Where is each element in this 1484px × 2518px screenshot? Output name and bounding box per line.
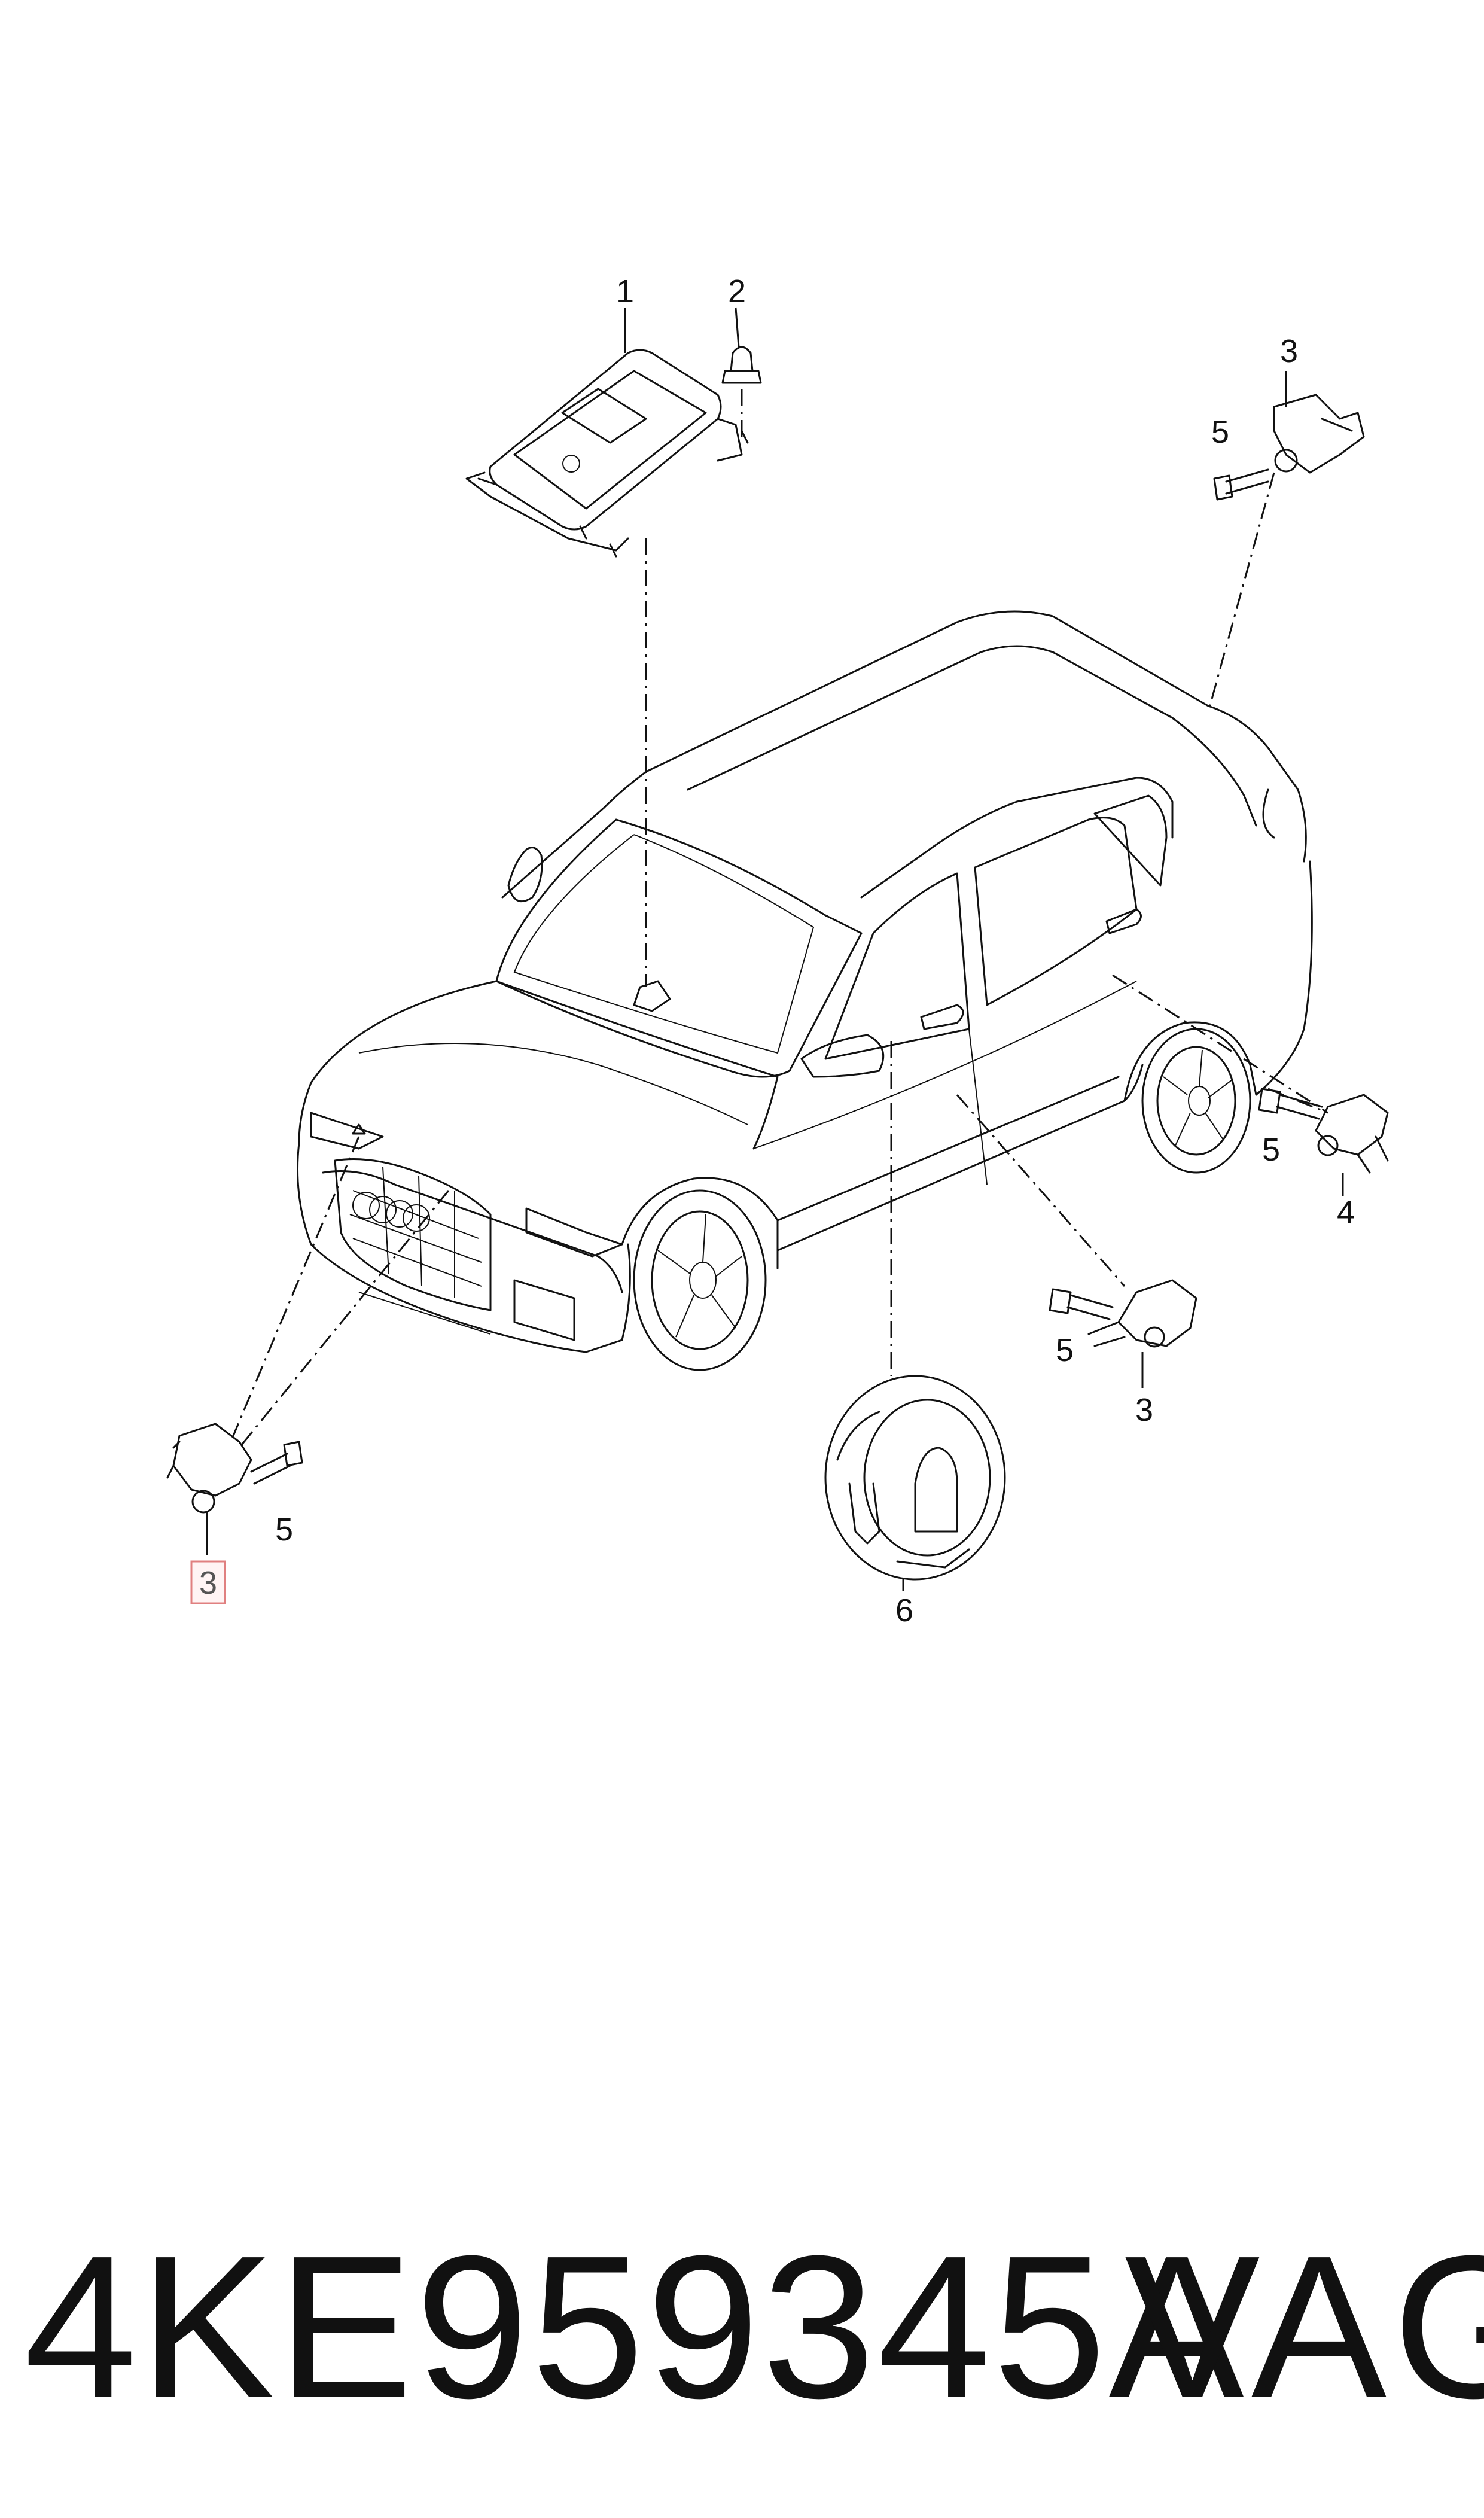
connector-lines [232, 472, 1328, 1448]
highlight-box [190, 1560, 226, 1604]
crash-sensor-door [1087, 1279, 1197, 1348]
crash-sensor-side-right [1315, 1094, 1389, 1174]
callout-4-side: 4 [1337, 1195, 1355, 1231]
bolt-front-left [250, 1441, 303, 1485]
clock-spring [824, 1375, 1006, 1581]
callout-leaders [206, 307, 1344, 1591]
callout-3-front-highlighted: 3 [199, 1565, 217, 1601]
bolt-rear-right [1213, 468, 1269, 501]
callout-1: 1 [616, 273, 634, 309]
callout-3-rear: 3 [1280, 333, 1298, 369]
callout-5-door: 5 [1056, 1332, 1074, 1368]
crash-sensor-rear-right [1273, 394, 1365, 474]
callout-5-front: 5 [275, 1512, 293, 1548]
callout-3-door: 3 [1135, 1392, 1153, 1428]
callout-numbers: 1 2 3 5 5 4 5 3 6 5 3 [190, 273, 1355, 1628]
car-illustration [297, 610, 1313, 1371]
callout-6: 6 [895, 1593, 913, 1628]
brand-label: VAG [1125, 2213, 1484, 2441]
nut [721, 346, 762, 437]
crash-sensor-front-left [166, 1423, 252, 1514]
bolt-door [1049, 1288, 1114, 1320]
callout-5-side: 5 [1262, 1132, 1280, 1168]
bolt-side-right [1258, 1088, 1323, 1120]
part-number-label: 4KE959345A [24, 2213, 1247, 2441]
airbag-control-unit [465, 349, 749, 558]
callout-2: 2 [728, 273, 746, 309]
callout-5-rear: 5 [1211, 414, 1229, 450]
